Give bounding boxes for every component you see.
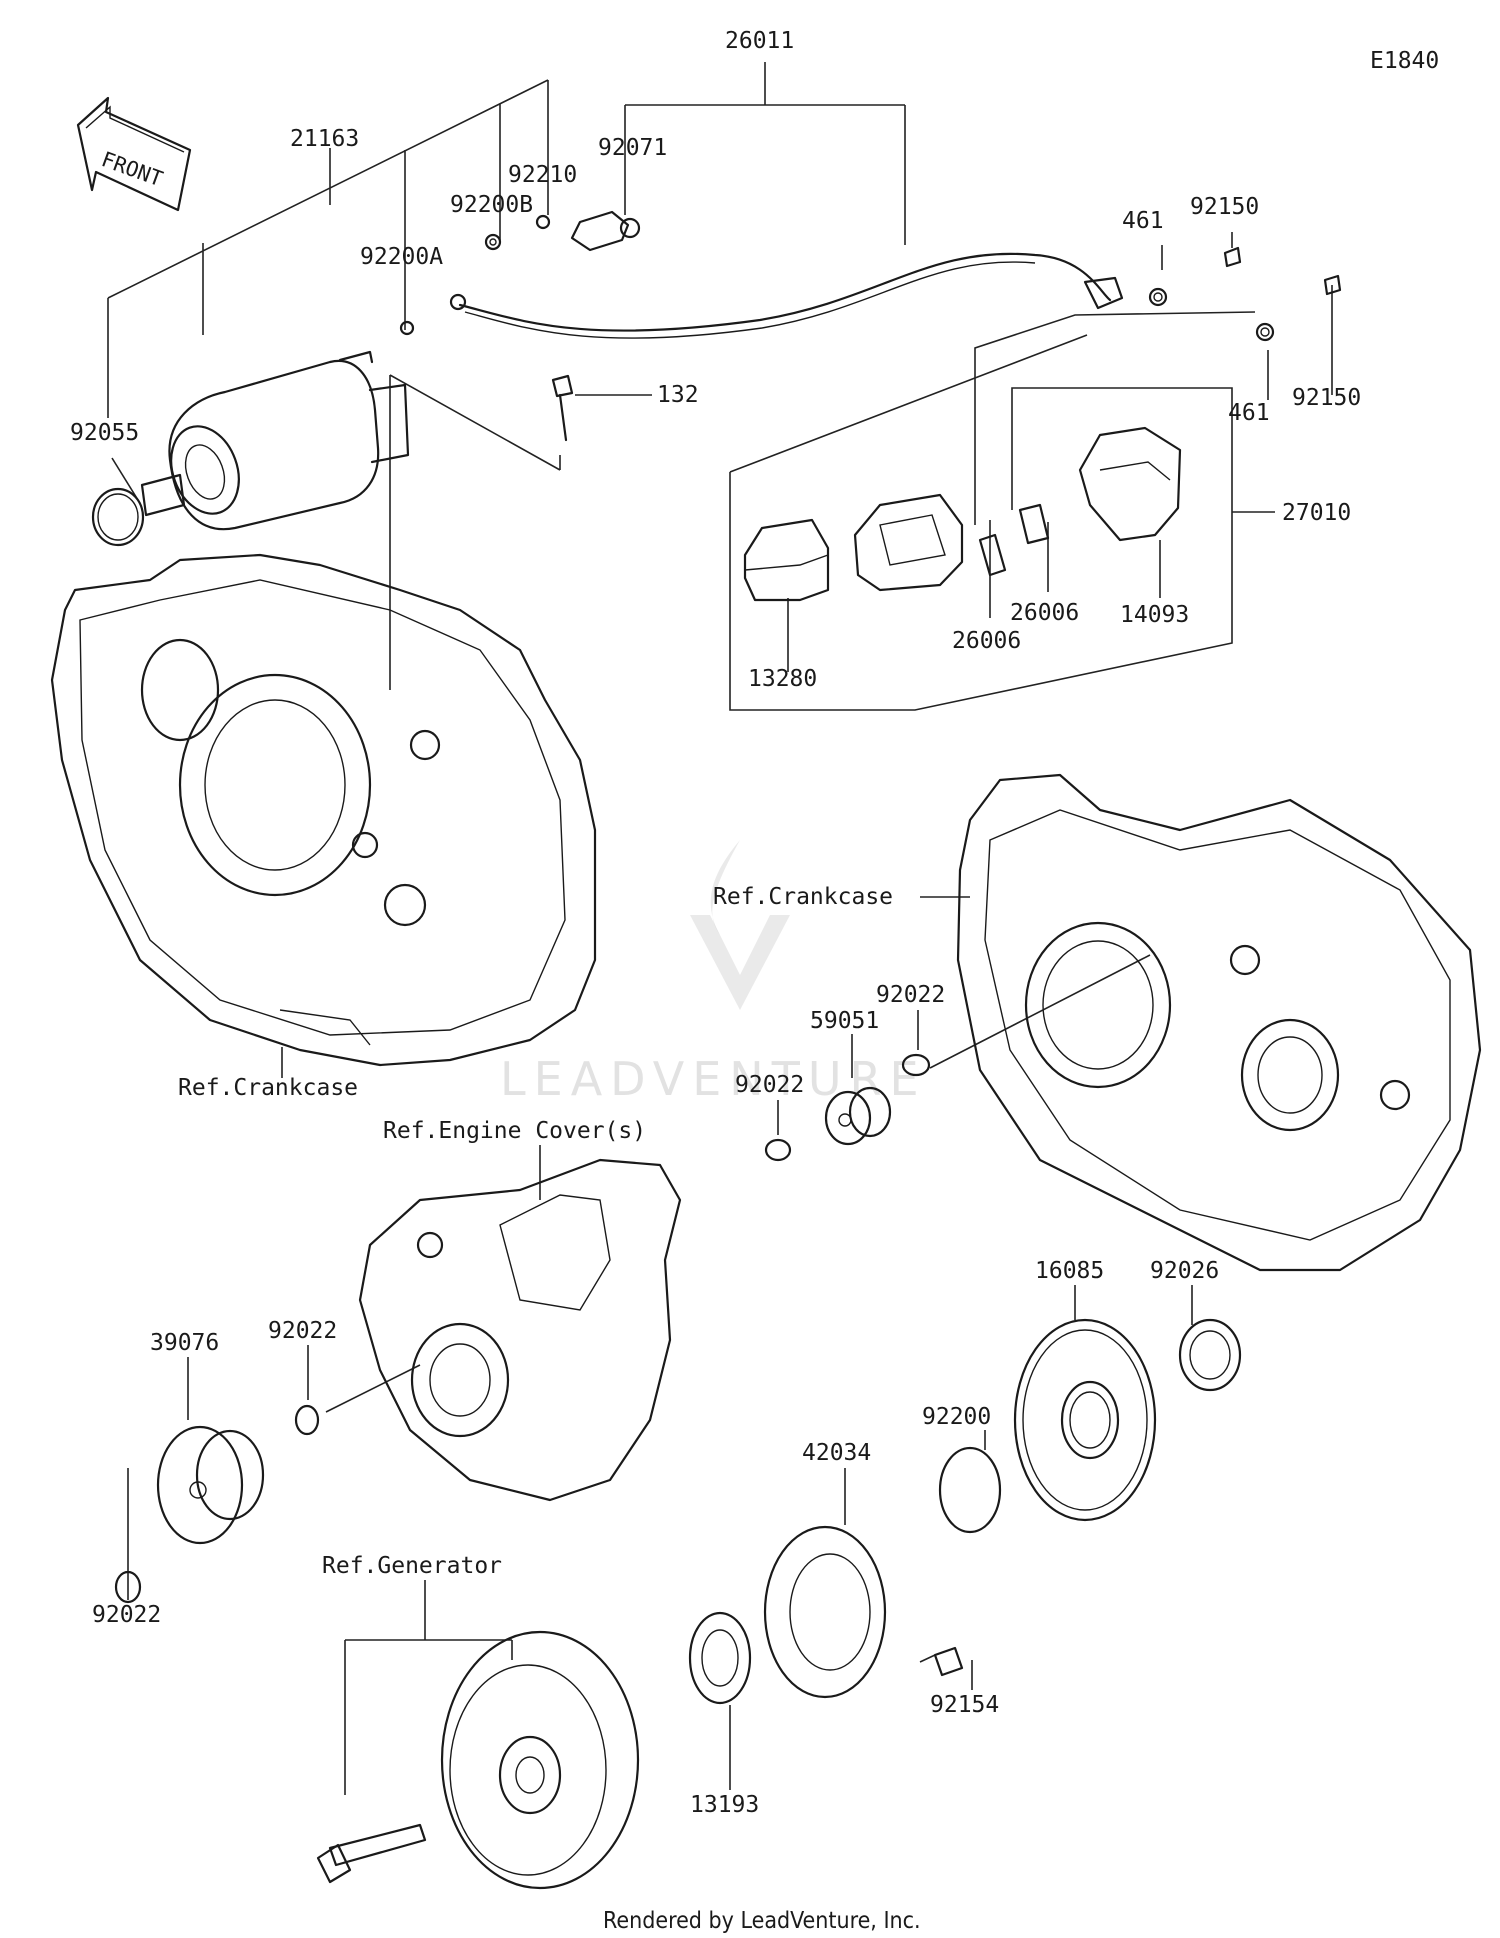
label-132: 132 — [657, 382, 699, 408]
label-92055: 92055 — [70, 420, 139, 446]
label-92154: 92154 — [930, 1692, 999, 1718]
label-92022-cover: 92022 — [268, 1318, 337, 1344]
footer-credit: Rendered by LeadVenture, Inc. — [603, 1908, 921, 1934]
label-ref-engine-cover: Ref.Engine Cover(s) — [383, 1118, 646, 1144]
label-461-right: 461 — [1228, 400, 1270, 426]
label-13193: 13193 — [690, 1792, 759, 1818]
label-42034: 42034 — [802, 1440, 871, 1466]
label-92200: 92200 — [922, 1404, 991, 1430]
leader-lines — [107, 62, 1333, 1795]
watermark-logo: LEADVENTURE — [500, 840, 927, 1106]
label-92022-bottom: 92022 — [92, 1602, 161, 1628]
cable-assembly — [449, 210, 1124, 339]
label-92022-mid: 92022 — [735, 1072, 804, 1098]
label-14093: 14093 — [1120, 602, 1189, 628]
label-13280: 13280 — [748, 666, 817, 692]
label-ref-generator: Ref.Generator — [322, 1553, 502, 1579]
starter-motor — [91, 350, 410, 547]
diagram-code: E1840 — [1370, 48, 1439, 74]
label-92026: 92026 — [1150, 1258, 1219, 1284]
label-92150-top: 92150 — [1190, 194, 1259, 220]
label-ref-crankcase-left: Ref.Crankcase — [178, 1075, 358, 1101]
gear-39076 — [114, 1425, 265, 1604]
label-461-top: 461 — [1122, 208, 1164, 234]
label-39076: 39076 — [150, 1330, 219, 1356]
front-label: FRONT — [98, 147, 166, 191]
label-26011: 26011 — [725, 28, 794, 54]
idler-gear-59051 — [764, 1053, 931, 1162]
label-26006-upper: 26006 — [1010, 600, 1079, 626]
one-way-clutch-42034 — [688, 1525, 964, 1705]
generator-rotor — [316, 1630, 640, 1890]
label-ref-crankcase-right: Ref.Crankcase — [713, 884, 893, 910]
small-fasteners — [399, 214, 1342, 442]
label-92071: 92071 — [598, 135, 667, 161]
starter-clutch-gear-16085 — [1013, 1318, 1242, 1522]
label-26006-lower: 26006 — [952, 628, 1021, 654]
label-21163: 21163 — [290, 126, 359, 152]
front-arrow-icon: FRONT — [76, 96, 192, 212]
engine-cover — [294, 1158, 682, 1502]
label-27010: 27010 — [1282, 500, 1351, 526]
label-92150-right: 92150 — [1292, 385, 1361, 411]
watermark-text: LEADVENTURE — [500, 1052, 927, 1106]
part-labels: 26011 21163 92210 92071 92200B 92200A 46… — [70, 28, 1361, 1818]
label-92200B: 92200B — [450, 192, 533, 218]
relay-components — [743, 426, 1182, 602]
crankcase-right — [956, 773, 1482, 1272]
label-59051: 59051 — [810, 1008, 879, 1034]
label-92200A: 92200A — [360, 244, 443, 270]
label-16085: 16085 — [1035, 1258, 1104, 1284]
label-92022-upper: 92022 — [876, 982, 945, 1008]
crankcase-left — [50, 553, 597, 1067]
label-92210: 92210 — [508, 162, 577, 188]
washer-92200 — [938, 1446, 1002, 1534]
